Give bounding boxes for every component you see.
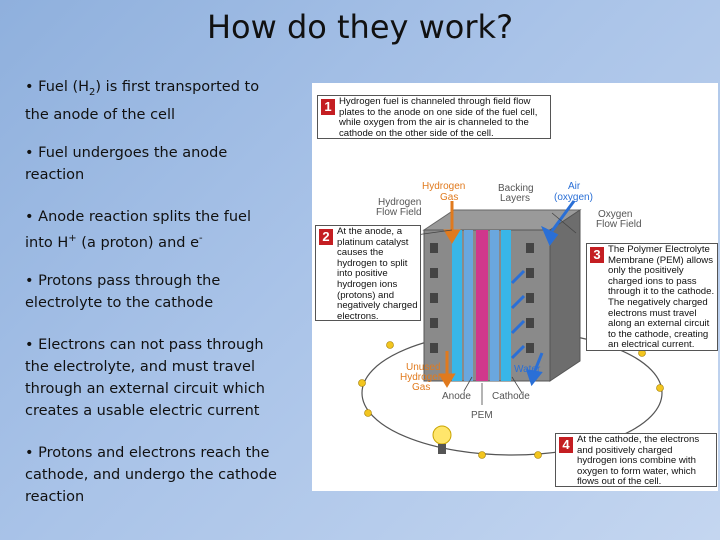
cathode-catalyst-layer [490,230,499,381]
fuel-cell-diagram: Hydrogen Gas Unused Hydrogen Gas Air (ox… [312,83,718,491]
anode-backing-layer [452,230,462,381]
label-unused-hydrogen-2: Hydrogen [400,372,443,383]
label-backing-layers-1: Backing [498,183,534,194]
cathode-backing-layer [501,230,511,381]
label-hydrogen-gas-2: Gas [440,192,458,203]
bullet-electrons-circuit: • Electrons can not pass through the ele… [25,337,265,419]
callout-4-number: 4 [559,437,573,453]
pem-layer [476,230,488,381]
label-water: Water [514,364,541,375]
leader-lines [415,212,577,405]
callout-1-number: 1 [321,99,335,115]
fuel-cell-illustration: Hydrogen Gas Unused Hydrogen Gas Air (ox… [358,181,664,459]
bullet-split-fuel: • Anode reaction splits the fuel into H+… [25,209,251,251]
callout-2-text: At the anode, a platinum catalyst causes… [337,226,418,322]
bullet-anode-reaction: • Fuel undergoes the anode reaction [25,145,228,183]
label-pem: PEM [471,410,493,421]
label-anode: Anode [442,391,471,402]
label-hydrogen-gas-1: Hydrogen [422,181,465,192]
label-oxygen-flow-field-1: Oxygen [598,209,632,220]
hydrogen-flow-arrows [438,201,461,388]
flow-field-grooves [430,243,534,353]
label-hydrogen-flow-field-1: Hydrogen [378,197,421,208]
label-air: Air [568,181,581,192]
callout-2: 2 At the anode, a platinum catalyst caus… [315,225,421,322]
bullet-protons-pass: • Protons pass through the electrolyte t… [25,273,221,311]
label-oxygen-flow-field-2: Flow Field [596,219,642,230]
orange-labels: Hydrogen Gas Unused Hydrogen Gas [400,181,465,393]
label-hydrogen-flow-field-2: Flow Field [376,207,422,218]
blue-labels: Air (oxygen) Water [514,181,593,375]
bullet-cathode-reaction: • Protons and electrons reach the cathod… [25,445,277,505]
callout-3-number: 3 [590,247,604,263]
slide-title: How do they work? [206,8,514,46]
callout-1-text: Hydrogen fuel is channeled through field… [339,96,538,139]
callout-3-text: The Polymer Electrolyte Membrane (PEM) a… [608,244,715,351]
anode-catalyst-layer [464,230,473,381]
label-unused-hydrogen-1: Unused [406,362,440,373]
callout-3: 3 The Polymer Electrolyte Membrane (PEM)… [586,243,718,351]
label-backing-layers-2: Layers [500,193,530,204]
label-oxygen: (oxygen) [554,192,593,203]
oxygen-flow-arrows [510,200,576,387]
bullet-fuel-transport: • Fuel (H2) is first transported to the … [25,79,260,123]
callout-1: 1 Hydrogen fuel is channeled through fie… [317,95,551,139]
callout-4: 4 At the cathode, the electrons and posi… [555,433,717,487]
label-cathode: Cathode [492,391,530,402]
callout-2-number: 2 [319,229,333,245]
label-unused-hydrogen-3: Gas [412,382,430,393]
light-bulb-icon [432,425,452,454]
gray-labels: Backing Layers Hydrogen Flow Field Oxyge… [376,183,642,421]
callout-4-text: At the cathode, the electrons and positi… [577,434,700,488]
